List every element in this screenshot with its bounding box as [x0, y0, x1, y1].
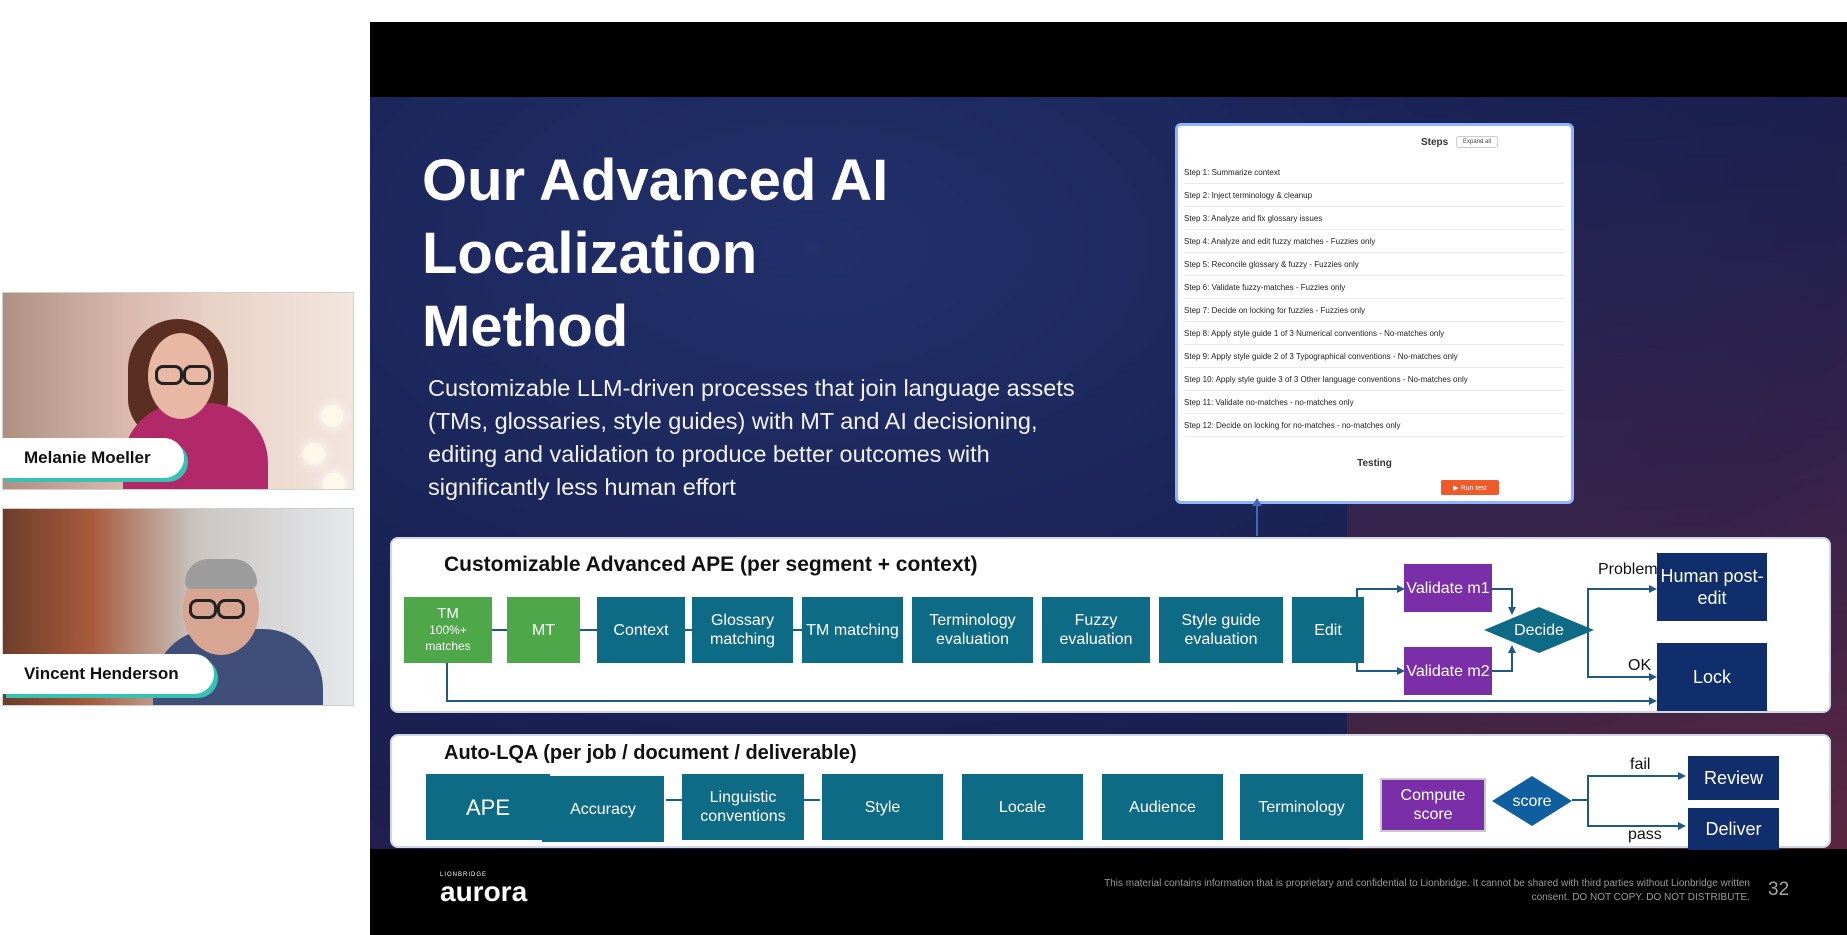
context-box: Context: [597, 597, 685, 663]
ape-panel: Customizable Advanced APE (per segment +…: [390, 537, 1831, 713]
nameplate-melanie: Melanie Moeller: [2, 438, 184, 478]
tm-matches-label: matches: [425, 638, 470, 654]
lqa-ape-box: APE: [426, 774, 550, 840]
deliver-box: Deliver: [1688, 808, 1779, 850]
style-box: Style: [822, 774, 943, 840]
validate-m1-box: Validate m1: [1404, 564, 1492, 612]
ok-label: OK: [1628, 657, 1651, 675]
glossary-matching-box: Glossary matching: [692, 597, 793, 663]
lamp-icon: [321, 405, 343, 427]
tm-percent-label: 100%+: [429, 622, 467, 638]
nameplate-vincent: Vincent Henderson: [2, 654, 214, 694]
pass-label: pass: [1628, 826, 1662, 844]
terminology-evaluation-box: Terminology evaluation: [912, 597, 1033, 663]
glasses-icon: [217, 599, 245, 619]
tm-label: TM: [437, 606, 459, 622]
accuracy-box: Accuracy: [542, 776, 664, 842]
lock-box: Lock: [1657, 643, 1767, 711]
terminology-box: Terminology: [1240, 774, 1363, 840]
mt-box: MT: [507, 597, 580, 663]
review-box: Review: [1688, 756, 1779, 800]
glasses-icon: [189, 599, 217, 619]
glasses-icon: [183, 365, 211, 385]
fuzzy-evaluation-box: Fuzzy evaluation: [1042, 597, 1150, 663]
edit-box: Edit: [1292, 597, 1364, 663]
lamp-icon: [323, 473, 345, 490]
compute-score-box: Compute score: [1380, 778, 1486, 832]
linguistic-conventions-box: Linguistic conventions: [682, 774, 804, 840]
human-post-edit-box: Human post-edit: [1657, 553, 1767, 621]
presentation-slide: Our Advanced AI Localization Method Cust…: [370, 22, 1847, 935]
participant-hair: [185, 559, 257, 589]
style-guide-evaluation-box: Style guide evaluation: [1159, 597, 1283, 663]
lamp-icon: [303, 443, 325, 465]
problems-label: Problems: [1598, 561, 1666, 579]
decide-label: Decide: [1484, 607, 1594, 653]
score-label: score: [1492, 776, 1572, 826]
validate-m2-box: Validate m2: [1404, 647, 1492, 695]
auto-lqa-panel: Auto-LQA (per job / document / deliverab…: [390, 734, 1831, 848]
tm-100-box: TM 100%+ matches: [404, 597, 492, 663]
glasses-icon: [155, 365, 183, 385]
tm-matching-box: TM matching: [802, 597, 903, 663]
audience-box: Audience: [1102, 774, 1223, 840]
locale-box: Locale: [962, 774, 1083, 840]
fail-label: fail: [1630, 756, 1650, 774]
